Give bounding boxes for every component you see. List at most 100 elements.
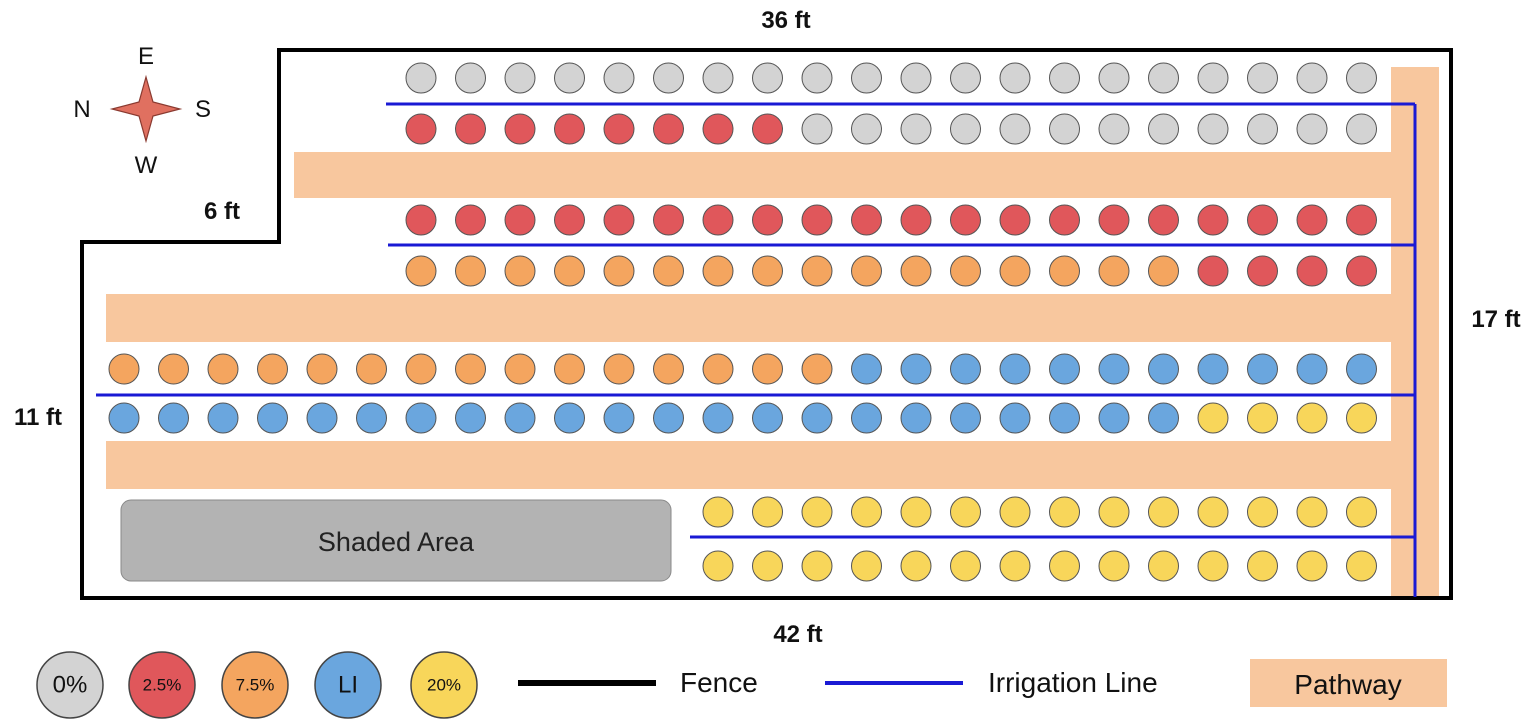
plant-pot-c75	[554, 353, 585, 385]
plant-pot-c25	[1049, 204, 1080, 236]
plant-pot-c75	[653, 353, 684, 385]
plant-pot-c20	[1247, 402, 1278, 434]
plant-pot-c25	[653, 113, 684, 145]
compass-south: S	[195, 96, 211, 123]
plant-pot-c25	[1296, 204, 1328, 236]
legend-label-c20: 20%	[427, 676, 461, 695]
plant-pot-c0	[1197, 62, 1229, 94]
plant-pot-c25	[1197, 204, 1229, 236]
plant-pot-c75	[455, 353, 486, 385]
plant-pot-li	[554, 402, 585, 434]
plant-pot-c0	[900, 113, 932, 145]
plant-pot-c25	[1296, 255, 1328, 287]
plant-pot-li	[851, 353, 882, 385]
plant-pot-c20	[999, 496, 1031, 528]
plant-pot-c25	[1197, 255, 1229, 287]
plant-pot-c25	[702, 204, 734, 236]
plant-pot-c0	[1346, 62, 1377, 94]
plant-pot-c75	[1098, 255, 1130, 287]
plant-pot-li	[504, 402, 536, 434]
plant-pot-c0	[999, 113, 1031, 145]
plant-pot-c0	[801, 113, 833, 145]
plant-pot-c25	[999, 204, 1031, 236]
plant-pot-c20	[1346, 496, 1377, 528]
plant-pot-c20	[702, 496, 734, 528]
plant-pot-c0	[504, 62, 536, 94]
plant-pot-c25	[1346, 204, 1377, 236]
plant-pot-c25	[455, 113, 486, 145]
plant-pot-c0	[455, 62, 486, 94]
plant-pot-c0	[950, 113, 981, 145]
legend-swatch-c20	[410, 651, 478, 719]
plant-pot-c20	[1197, 550, 1229, 582]
plant-pot-c0	[900, 62, 932, 94]
plant-pot-c75	[207, 353, 239, 385]
plant-pot-li	[653, 402, 684, 434]
plant-pot-li	[356, 402, 387, 434]
plant-pot-li	[158, 402, 189, 434]
plant-pot-c20	[801, 496, 833, 528]
shaded-area	[120, 499, 672, 582]
plant-pot-c20	[851, 550, 882, 582]
plant-pot-li	[999, 402, 1031, 434]
legend-fence-label: Fence	[680, 667, 758, 698]
plant-pot-c20	[900, 550, 932, 582]
plant-pot-c75	[801, 353, 833, 385]
plant-pot-c75	[257, 353, 288, 385]
legend-swatch-li	[314, 651, 382, 719]
plant-pot-li	[1148, 402, 1179, 434]
plant-pot-c75	[554, 255, 585, 287]
plant-pot-c25	[801, 204, 833, 236]
plant-pot-c25	[950, 204, 981, 236]
plant-pot-c0	[554, 62, 585, 94]
plant-pot-c20	[752, 550, 783, 582]
plant-pot-c20	[851, 496, 882, 528]
compass-star-icon	[109, 74, 183, 144]
plant-pot-c20	[1346, 550, 1377, 582]
plant-pot-c0	[1197, 113, 1229, 145]
plant-pot-c0	[950, 62, 981, 94]
plant-pot-c20	[1148, 550, 1179, 582]
dimension-top: 36 ft	[761, 7, 810, 34]
plant-pot-li	[752, 402, 783, 434]
legend-irrigation-label: Irrigation Line	[988, 667, 1158, 698]
plant-pot-li	[1247, 353, 1278, 385]
legend-pathway-label: Pathway	[1294, 669, 1401, 700]
plant-pot-li	[950, 353, 981, 385]
plant-pot-c20	[1296, 550, 1328, 582]
plant-pot-c20	[1346, 402, 1377, 434]
plant-pot-c0	[1148, 113, 1179, 145]
plant-pot-c25	[900, 204, 932, 236]
plant-pot-c0	[1247, 113, 1278, 145]
pathway-strip-lower	[106, 441, 1439, 489]
plant-pot-c20	[900, 496, 932, 528]
plant-pot-li	[405, 402, 437, 434]
plant-pot-c25	[752, 204, 783, 236]
plant-pots	[108, 62, 1377, 582]
legend-label-c75: 7.5%	[236, 676, 275, 695]
plant-pot-c75	[653, 255, 684, 287]
plant-pot-c75	[603, 255, 635, 287]
plant-pot-c25	[554, 204, 585, 236]
shaded-area-label: Shaded Area	[318, 527, 475, 557]
plant-pot-li	[455, 402, 486, 434]
plant-pot-li	[702, 402, 734, 434]
plant-pot-li	[306, 402, 338, 434]
plant-pot-li	[1346, 353, 1377, 385]
plant-pot-c25	[405, 113, 437, 145]
plant-pot-c0	[752, 62, 783, 94]
plant-pot-c75	[752, 255, 783, 287]
plant-pot-c25	[504, 113, 536, 145]
plant-pot-li	[1296, 353, 1328, 385]
plant-pot-c25	[554, 113, 585, 145]
plant-pot-c75	[356, 353, 387, 385]
dimension-bottom: 42 ft	[773, 621, 822, 648]
plant-pot-c75	[702, 255, 734, 287]
plant-pot-c20	[999, 550, 1031, 582]
plant-pot-c0	[1148, 62, 1179, 94]
plant-pot-c75	[851, 255, 882, 287]
plant-pot-li	[900, 402, 932, 434]
plant-pot-c0	[405, 62, 437, 94]
plant-pot-li	[851, 402, 882, 434]
